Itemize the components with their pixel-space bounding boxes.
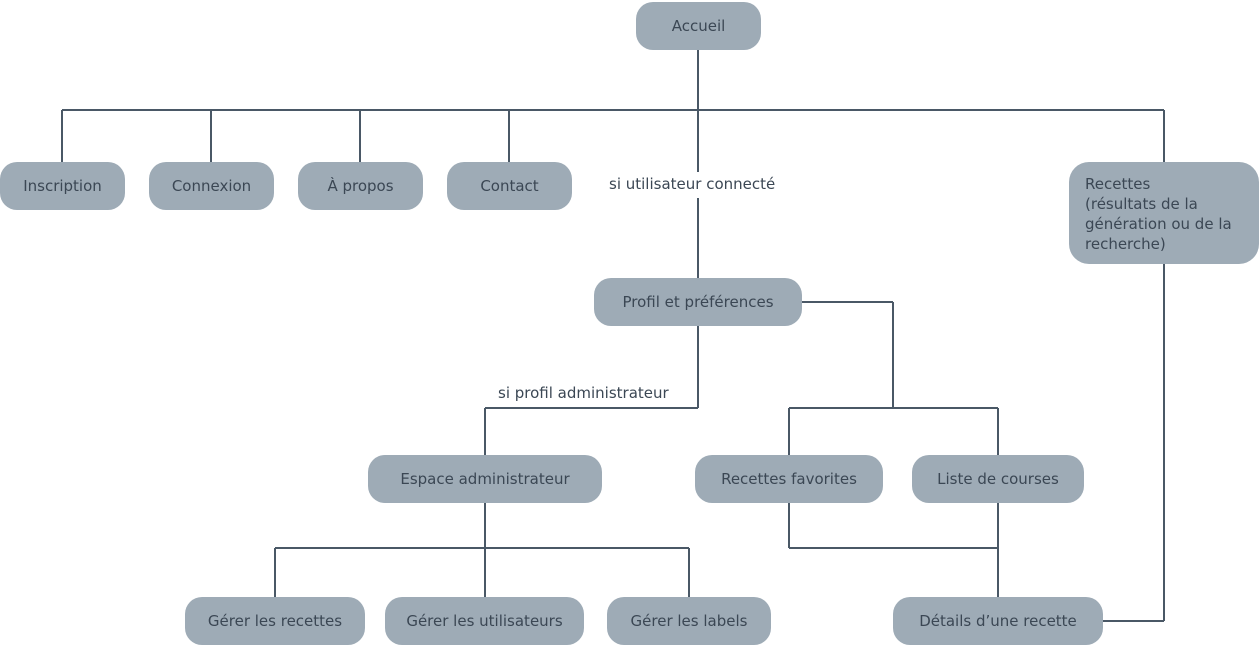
contact-node[interactable]: Contact [447,162,572,210]
profil-preferences-node[interactable]: Profil et préférences [594,278,802,326]
recettes-favorites-node[interactable]: Recettes favorites [695,455,883,503]
si-utilisateur-connecte-label: si utilisateur connecté [609,175,776,193]
apropos-node[interactable]: À propos [298,162,423,210]
gerer-utilisateurs-node[interactable]: Gérer les utilisateurs [385,597,584,645]
gerer-labels-node[interactable]: Gérer les labels [607,597,771,645]
inscription-node[interactable]: Inscription [0,162,125,210]
liste-courses-node[interactable]: Liste de courses [912,455,1084,503]
espace-admin-node[interactable]: Espace administrateur [368,455,602,503]
details-recette-node[interactable]: Détails d’une recette [893,597,1103,645]
si-profil-admin-label: si profil administrateur [498,384,669,402]
accueil-node[interactable]: Accueil [636,2,761,50]
recettes-node[interactable]: Recettes (résultats de la génération ou … [1069,162,1259,264]
connexion-node[interactable]: Connexion [149,162,274,210]
gerer-recettes-node[interactable]: Gérer les recettes [185,597,365,645]
recettes-node-text: Recettes (résultats de la génération ou … [1085,175,1232,253]
